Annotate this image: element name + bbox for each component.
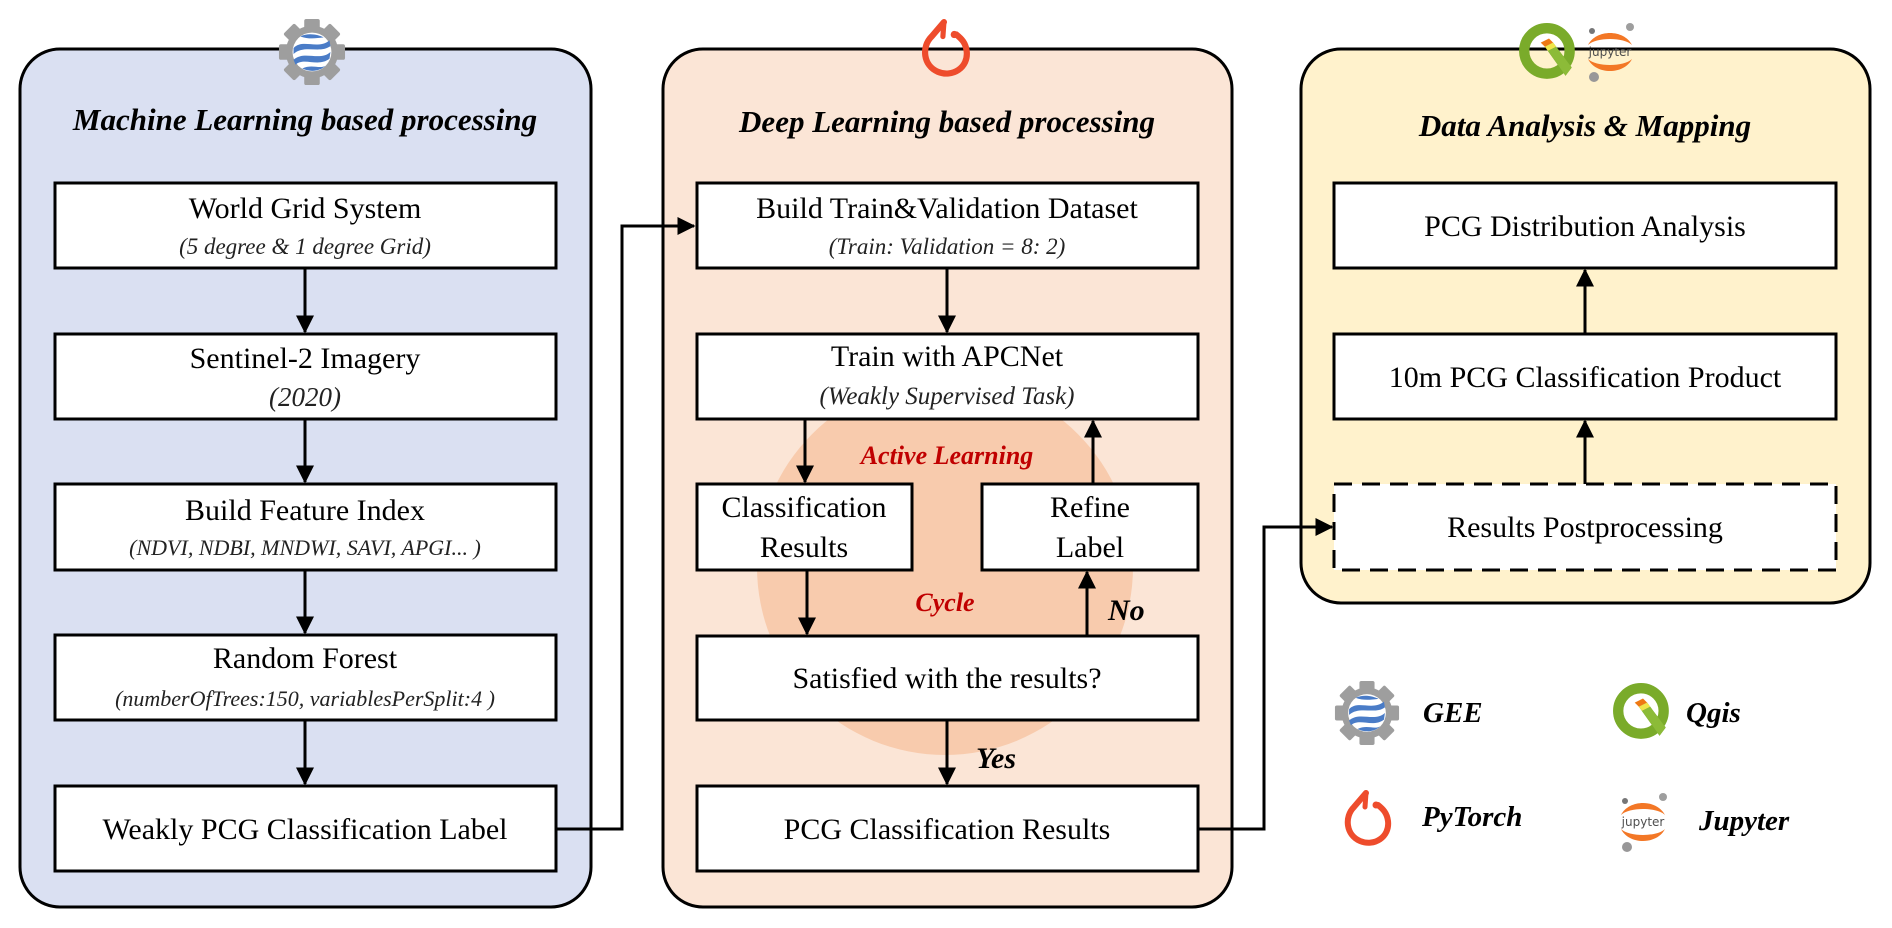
box-classification[interactable]: Classification Results xyxy=(695,482,914,572)
legend-item-qgis: Qgis xyxy=(1618,688,1741,736)
legend-item-jupyter: Jupyter xyxy=(1620,793,1790,852)
legend-gee-icon xyxy=(1334,680,1400,746)
box-feature-index-sub: (NDVI, NDBI, MNDWI, SAVI, APGI... ) xyxy=(129,535,481,560)
legend-pytorch-icon xyxy=(1348,793,1388,843)
box-pcg-results[interactable]: PCG Classification Results xyxy=(695,784,1200,873)
legend-jupyter-label: Jupyter xyxy=(1698,805,1790,837)
panel-da-title: Data Analysis & Mapping xyxy=(1418,108,1751,143)
box-world-grid[interactable]: World Grid System (5 degree & 1 degree G… xyxy=(53,181,558,270)
box-classification-line1: Classification xyxy=(722,491,887,524)
box-sentinel-sub: (2020) xyxy=(269,382,341,412)
box-product[interactable]: 10m PCG Classification Product xyxy=(1332,332,1838,421)
box-world-grid-title: World Grid System xyxy=(189,192,422,225)
box-world-grid-sub: (5 degree & 1 degree Grid) xyxy=(179,234,431,259)
connector-dl-to-da xyxy=(1198,518,1334,831)
box-pcg-results-title: PCG Classification Results xyxy=(784,813,1111,846)
box-random-forest-title: Random Forest xyxy=(213,642,398,675)
box-distribution-title: PCG Distribution Analysis xyxy=(1424,210,1746,243)
box-classification-line2: Results xyxy=(760,531,848,564)
box-feature-index-title: Build Feature Index xyxy=(185,494,425,527)
box-train-title: Train with APCNet xyxy=(831,340,1064,373)
box-sentinel-title: Sentinel-2 Imagery xyxy=(190,342,421,375)
legend-qgis-icon xyxy=(1618,688,1666,736)
panel-deep-learning: Deep Learning based processing Build Tra… xyxy=(661,22,1234,909)
legend-item-pytorch: PyTorch xyxy=(1348,793,1522,843)
legend: GEE Qgis PyTorch Jupyter xyxy=(1334,680,1790,852)
panel-dl-title: Deep Learning based processing xyxy=(738,104,1155,139)
gee-icon xyxy=(278,18,346,86)
box-sentinel[interactable]: Sentinel-2 Imagery (2020) xyxy=(53,332,558,421)
legend-gee-label: GEE xyxy=(1423,697,1483,729)
box-random-forest-sub: (numberOfTrees:150, variablesPerSplit:4 … xyxy=(115,686,495,711)
box-weak-label[interactable]: Weakly PCG Classification Label xyxy=(53,784,558,873)
box-train-sub: (Weakly Supervised Task) xyxy=(819,383,1074,410)
legend-item-gee: GEE xyxy=(1334,680,1483,746)
box-satisfied[interactable]: Satisfied with the results? xyxy=(695,634,1200,722)
box-random-forest[interactable]: Random Forest (numberOfTrees:150, variab… xyxy=(53,633,558,722)
panel-data-analysis: Data Analysis & Mapping PCG Distribution… xyxy=(1299,23,1872,605)
label-yes: Yes xyxy=(976,742,1016,775)
box-train[interactable]: Train with APCNet (Weakly Supervised Tas… xyxy=(695,332,1200,421)
box-dataset-title: Build Train&Validation Dataset xyxy=(756,192,1138,225)
panel-ml-title: Machine Learning based processing xyxy=(72,102,537,137)
box-dataset[interactable]: Build Train&Validation Dataset (Train: V… xyxy=(695,181,1200,270)
box-refine-line1: Refine xyxy=(1050,491,1130,524)
box-feature-index[interactable]: Build Feature Index (NDVI, NDBI, MNDWI, … xyxy=(53,482,558,572)
box-distribution[interactable]: PCG Distribution Analysis xyxy=(1332,181,1838,270)
box-dataset-sub: (Train: Validation = 8: 2) xyxy=(829,234,1066,259)
panel-machine-learning: Machine Learning based processing World … xyxy=(18,18,593,909)
legend-jupyter-icon xyxy=(1620,793,1667,852)
box-refine-line2: Label xyxy=(1056,531,1124,564)
label-cycle: Cycle xyxy=(915,588,974,617)
legend-pytorch-label: PyTorch xyxy=(1421,801,1522,833)
box-product-title: 10m PCG Classification Product xyxy=(1389,361,1782,394)
label-active-learning: Active Learning xyxy=(859,441,1034,470)
box-postprocessing-title: Results Postprocessing xyxy=(1447,511,1723,544)
legend-qgis-label: Qgis xyxy=(1686,697,1741,729)
connector-ml-to-dl xyxy=(556,217,696,831)
box-refine[interactable]: Refine Label xyxy=(980,482,1200,572)
box-postprocessing[interactable]: Results Postprocessing xyxy=(1332,482,1838,572)
box-satisfied-title: Satisfied with the results? xyxy=(792,662,1101,695)
label-no: No xyxy=(1107,594,1145,627)
box-weak-label-title: Weakly PCG Classification Label xyxy=(103,813,508,846)
